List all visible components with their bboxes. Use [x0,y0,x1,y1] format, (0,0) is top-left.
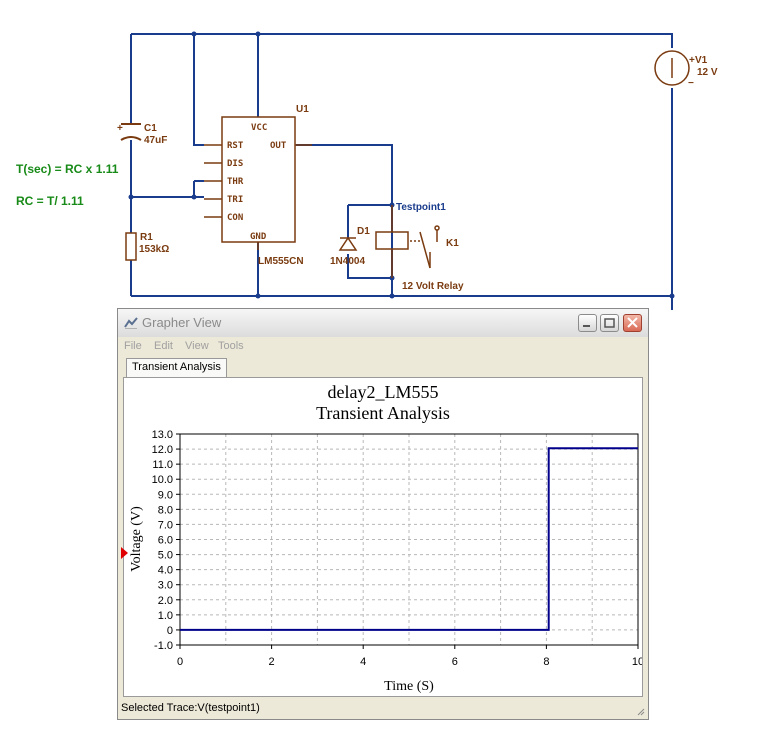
chart-subtitle: Transient Analysis [316,403,450,423]
schematic: + C1 47uF R1 153kΩ VCC RST OUT DIS THR T… [16,31,718,310]
d1-part: 1N4004 [330,256,365,267]
y-ticks: -1.0 0 1.0 2.0 3.0 4.0 5.0 6.0 7.0 8.0 9.0 10.0 11.0… [152,429,180,652]
grapher-title: Grapher View [142,315,222,330]
grapher-menubar: File Edit View Tools [118,337,648,355]
v1-value: 12 V [697,67,718,78]
chart-traces [180,447,638,631]
testpoint-label[interactable]: Testpoint1 [396,202,446,213]
c1-value: 47uF [144,135,167,146]
diode-d1[interactable] [338,236,358,251]
y-tick-label: 4.0 [158,565,173,577]
pin-vcc: VCC [251,123,267,133]
grapher-titlebar[interactable]: Grapher View [118,309,648,337]
v1-label: V1 [695,55,708,66]
close-button[interactable] [623,314,642,332]
y-tick-label: 13.0 [152,429,173,441]
status-bar: Selected Trace:V(testpoint1) [121,702,260,714]
pin-out: OUT [270,141,287,151]
resistor-r1[interactable] [125,232,137,261]
trace-marker-icon[interactable] [121,547,129,559]
grapher-window: Grapher View File Edit View Tools Transi… [117,308,649,720]
x-tick-label: 4 [360,656,366,668]
chart-title: delay2_LM555 [328,382,439,402]
y-tick-label: 6.0 [158,535,173,547]
maximize-button[interactable] [600,314,619,332]
minimize-button[interactable] [578,314,597,332]
x-tick-label: 10 [632,656,642,668]
x-axis-label: Time (S) [384,679,434,694]
formula-text-1: T(sec) = RC x 1.11 [16,162,119,176]
menu-view[interactable]: View [185,340,209,352]
y-tick-label: 1.0 [158,610,173,622]
x-ticks: 0 2 4 6 8 10 [177,645,644,668]
c1-label: C1 [144,123,157,134]
u1-label: U1 [296,104,309,115]
x-tick-label: 8 [543,656,549,668]
menu-tools[interactable]: Tools [218,340,244,352]
y-tick-label: 7.0 [158,519,173,531]
wires [130,33,673,310]
v1-plus: + [689,55,695,66]
y-tick-label: 0 [167,625,173,637]
v1-minus: − [688,78,694,89]
pin-dis: DIS [227,159,243,169]
u1-part: LM555CN [258,256,304,267]
close-icon [627,317,638,328]
grapher-app-icon [124,317,138,329]
y-tick-label: 3.0 [158,580,173,592]
y-tick-label: -1.0 [154,640,173,652]
relay-k1[interactable] [375,205,440,278]
d1-label: D1 [357,226,370,237]
transient-chart: -1.0 0 1.0 2.0 3.0 4.0 5.0 6.0 7.0 8.0 9.0 10.0 11.0… [129,382,644,694]
r1-value: 153kΩ [139,244,169,255]
y-tick-label: 12.0 [152,444,173,456]
plot-panel: -1.0 0 1.0 2.0 3.0 4.0 5.0 6.0 7.0 8.0 9.0 10.0 11.0… [123,377,644,697]
y-tick-label: 2.0 [158,595,173,607]
menu-file[interactable]: File [124,340,142,352]
capacitor-c1[interactable] [120,123,142,141]
pin-gnd: GND [250,232,267,242]
y-tick-label: 9.0 [158,489,173,501]
y-tick-label: 8.0 [158,504,173,516]
menu-edit[interactable]: Edit [154,340,173,352]
k1-label: K1 [446,238,459,249]
maximize-icon [604,318,615,328]
y-tick-label: 10.0 [152,474,173,486]
voltage-source-v1[interactable] [654,50,690,86]
tab-transient-analysis[interactable]: Transient Analysis [126,358,227,377]
y-tick-label: 5.0 [158,550,173,562]
x-tick-label: 2 [269,656,275,668]
pin-tri: TRI [227,195,243,205]
junctions [128,31,675,299]
pin-thr: THR [227,177,244,187]
r1-label: R1 [140,232,153,243]
k1-caption: 12 Volt Relay [402,281,464,292]
formula-text-2: RC = T/ 1.11 [16,194,84,208]
minimize-icon [583,325,590,327]
resize-grip-icon[interactable] [635,706,645,716]
y-tick-label: 11.0 [152,459,173,471]
x-tick-label: 0 [177,656,183,668]
ic-u1[interactable] [204,116,312,250]
pin-rst: RST [227,141,244,151]
pin-con: CON [227,213,243,223]
y-axis-label: Voltage (V) [129,506,144,572]
c1-polarity: + [117,123,123,134]
chart-grid [180,434,638,645]
x-tick-label: 6 [452,656,458,668]
series-line [180,447,638,631]
